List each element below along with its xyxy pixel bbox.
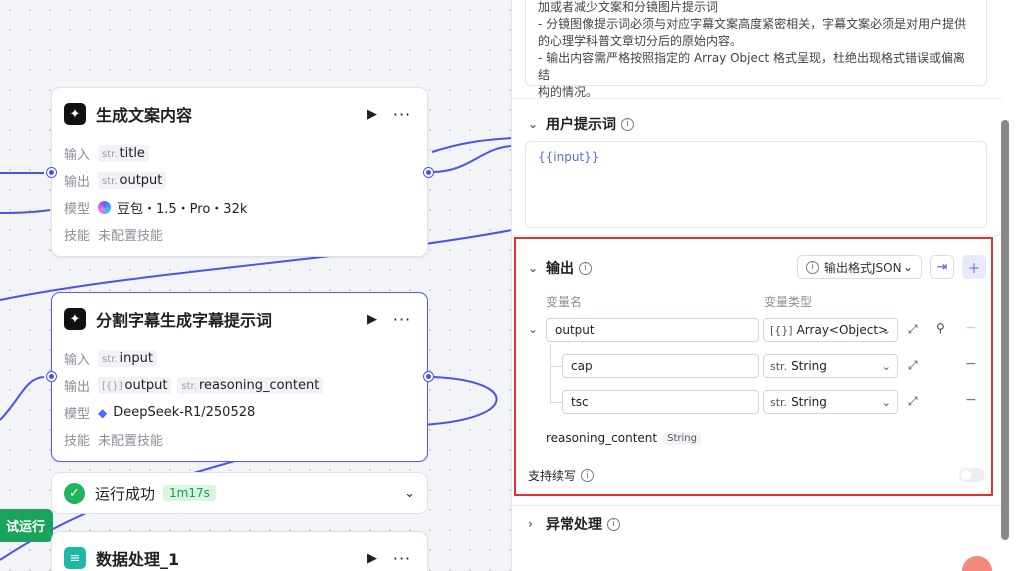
duration-badge: 1m17s	[163, 485, 216, 501]
var-type-select[interactable]: str. String ⌄	[763, 390, 898, 414]
info-icon[interactable]: i	[621, 117, 634, 131]
expand-icon[interactable]: ⤢	[908, 322, 918, 336]
layers-icon: ≡	[64, 547, 86, 569]
expand-icon[interactable]: ⤢	[908, 358, 918, 372]
info-icon[interactable]: i	[579, 261, 592, 275]
node-output-row: 输出 str.output	[52, 167, 427, 194]
divider	[512, 505, 1002, 506]
run-status-bar[interactable]: ✓ 运行成功 1m17s ⌄	[51, 472, 428, 514]
remove-icon[interactable]: −	[965, 356, 977, 372]
play-icon[interactable]: ▶	[367, 106, 377, 122]
node-input-row: 输入 str.input	[52, 345, 427, 372]
node-header: ✦ 分割字幕生成字幕提示词 ▶ ···	[52, 293, 427, 345]
var-type-select[interactable]: str. String ⌄	[763, 354, 898, 378]
chevron-down-icon[interactable]: ⌄	[528, 322, 539, 336]
remove-icon: −	[965, 320, 977, 336]
node-split-subtitles[interactable]: ✦ 分割字幕生成字幕提示词 ▶ ··· 输入 str.input 输出 [{}]…	[51, 292, 428, 462]
system-prompt-box[interactable]: 加或者减少文案和分镜图片提示词 - 分镜图像提示词必须与对应字幕文案高度紧密相关…	[525, 0, 987, 99]
tree-line	[550, 402, 562, 403]
node-model-row: 模型 ◆ DeepSeek-R1/250528	[64, 405, 256, 422]
input-tag: str.input	[98, 350, 157, 367]
more-icon[interactable]: ···	[392, 309, 412, 329]
node-title: 生成文案内容	[96, 106, 193, 125]
edge-cross	[0, 229, 512, 301]
chevron-down-icon[interactable]: ⌄	[528, 117, 539, 131]
chevron-down-icon: ⌄	[881, 323, 891, 337]
column-header-name: 变量名	[546, 295, 583, 309]
node-output-row: 输出 [{}]output str.reasoning_content	[52, 372, 427, 399]
assistant-avatar[interactable]	[962, 556, 992, 571]
panel-scrollbar[interactable]	[1001, 120, 1009, 540]
node-header: ✦ 生成文案内容 ▶ ···	[52, 88, 427, 140]
edge-in-node2	[0, 376, 45, 421]
play-icon[interactable]: ▶	[367, 550, 377, 566]
output-tag: str.output	[98, 172, 167, 189]
output-tag: [{}]output	[98, 377, 172, 394]
chevron-down-icon: ⌄	[881, 395, 891, 409]
deepseek-icon: ◆	[98, 405, 108, 420]
node-config-panel: 加或者减少文案和分镜图片提示词 - 分镜图像提示词必须与对应字幕文案高度紧密相关…	[511, 0, 1024, 571]
var-name-field[interactable]: output	[546, 318, 759, 342]
test-run-button[interactable]: 试运行	[0, 509, 53, 542]
input-tag: str.title	[98, 145, 149, 162]
chevron-down-icon[interactable]: ⌄	[528, 261, 539, 275]
input-port[interactable]	[47, 372, 56, 381]
play-icon[interactable]: ▶	[367, 311, 377, 327]
reasoning-content-var: reasoning_content String	[546, 431, 701, 445]
chevron-down-icon: ⌄	[881, 359, 891, 373]
info-icon[interactable]: i	[607, 517, 620, 531]
divider	[512, 235, 1002, 236]
check-icon: ✓	[64, 482, 85, 504]
node-input-row: 输入 str.title	[52, 140, 427, 167]
expand-icon[interactable]: ⤢	[908, 394, 918, 408]
edge-out-node1	[431, 145, 512, 173]
output-port[interactable]	[424, 372, 433, 381]
more-icon[interactable]: ···	[392, 104, 412, 124]
llm-icon: ✦	[64, 103, 86, 125]
add-child-icon[interactable]: ⚲	[936, 321, 945, 335]
doubao-icon	[98, 201, 111, 214]
divider	[512, 98, 1002, 99]
output-tag: str.reasoning_content	[177, 377, 324, 394]
edge-in-node1-b	[0, 209, 51, 214]
user-prompt-section-header[interactable]: ⌄ 用户提示词 i	[528, 114, 634, 134]
var-type-select[interactable]: [{}] Array<Object> ⌄	[763, 318, 898, 342]
chevron-down-icon[interactable]: ⌄	[404, 485, 415, 501]
user-prompt-input[interactable]: {{input}}	[525, 141, 987, 228]
continue-write-toggle[interactable]	[959, 468, 985, 482]
node-skill-row: 技能 未配置技能	[64, 229, 164, 244]
node-header: ≡ 数据处理_1 ▶ ···	[52, 532, 427, 571]
tree-line	[550, 366, 562, 367]
output-section-header[interactable]: ⌄ 输出 i	[528, 258, 592, 278]
node-skill-row: 技能 未配置技能	[64, 434, 164, 449]
import-icon[interactable]: ⇥	[930, 255, 954, 279]
workflow-canvas[interactable]: ✦ 生成文案内容 ▶ ··· 输入 str.title 输出 str.outpu…	[0, 0, 512, 571]
more-icon[interactable]: ···	[392, 548, 412, 568]
info-icon: i	[806, 260, 819, 274]
chevron-down-icon: ⌄	[902, 260, 913, 274]
edge-out-node1-b	[431, 137, 512, 153]
var-name-field[interactable]: tsc	[562, 390, 759, 414]
continue-write-label: 支持续写 i	[528, 467, 595, 484]
node-title: 分割字幕生成字幕提示词	[96, 311, 273, 330]
error-handling-section-header[interactable]: › 异常处理 i	[528, 514, 620, 534]
var-name-field[interactable]: cap	[562, 354, 759, 378]
remove-icon[interactable]: −	[965, 392, 977, 408]
node-model-row: 模型 豆包・1.5・Pro・32k	[64, 201, 248, 217]
llm-icon: ✦	[64, 308, 86, 330]
output-port[interactable]	[424, 168, 433, 177]
info-icon[interactable]: i	[581, 469, 595, 482]
node-title: 数据处理_1	[96, 550, 180, 569]
output-format-select[interactable]: i 输出格式JSON ⌄	[797, 255, 922, 279]
add-icon[interactable]: ＋	[962, 255, 986, 279]
chevron-right-icon[interactable]: ›	[528, 517, 533, 531]
node-data-processing[interactable]: ≡ 数据处理_1 ▶ ···	[51, 531, 428, 571]
output-section-highlight	[514, 237, 993, 496]
input-port[interactable]	[47, 168, 56, 177]
column-header-type: 变量类型	[764, 295, 813, 309]
tree-line	[550, 344, 551, 404]
node-generate-copy[interactable]: ✦ 生成文案内容 ▶ ··· 输入 str.title 输出 str.outpu…	[51, 87, 428, 257]
